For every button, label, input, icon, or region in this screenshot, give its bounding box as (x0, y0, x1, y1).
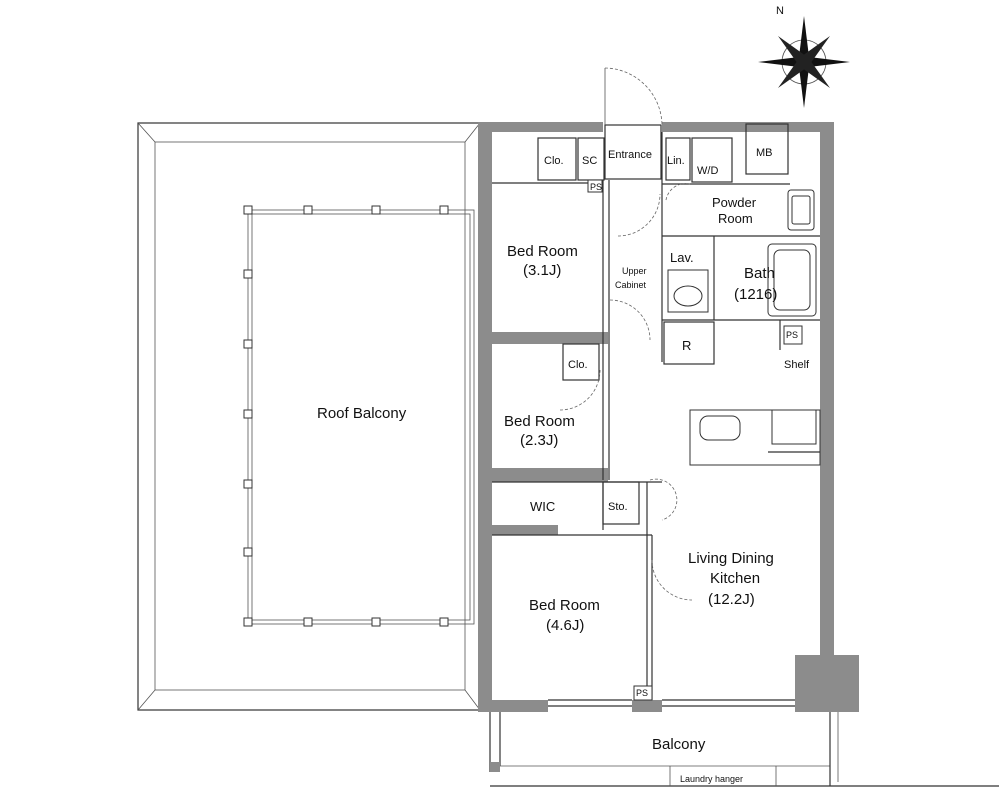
balcony-area (489, 712, 999, 787)
closet-2-label: Clo. (568, 359, 588, 371)
linen-label: Lin. (667, 155, 685, 167)
ps-label-2: PS (786, 330, 798, 340)
wic-label: WIC (530, 499, 555, 514)
powder-room-line-1: Powder (712, 195, 757, 210)
fixtures (667, 189, 821, 466)
bedroom-2-name: Bed Room (504, 413, 575, 430)
north-label: N (776, 5, 784, 17)
upper-cabinet-line-1: Upper (622, 266, 647, 276)
bath-name: Bath (744, 265, 775, 282)
washer-dryer-label: W/D (697, 165, 718, 177)
storage-label: Sto. (608, 501, 628, 513)
shelf-label: Shelf (784, 359, 810, 371)
exterior-walls (478, 122, 859, 712)
upper-cabinet-line-2: Cabinet (615, 280, 647, 290)
bedroom-2-size: (2.3J) (520, 432, 558, 449)
ps-label-1: PS (590, 182, 602, 192)
bedroom-3-name: Bed Room (529, 597, 600, 614)
mb-label: MB (756, 147, 773, 159)
door-swings (559, 67, 693, 601)
ldk-name-line-2: Kitchen (710, 570, 760, 587)
refrigerator-label: R (682, 338, 691, 353)
bedroom-3-size: (4.6J) (546, 617, 584, 634)
bedroom-1-size: (3.1J) (523, 262, 561, 279)
roof-balcony-label: Roof Balcony (317, 405, 407, 422)
ps-label-3: PS (636, 688, 648, 698)
roof-balcony-area (137, 122, 481, 711)
closets (537, 123, 803, 701)
ldk-size: (12.2J) (708, 591, 755, 608)
compass-rose-icon (758, 16, 850, 108)
laundry-hanger-label: Laundry hanger (680, 774, 743, 784)
ldk-name-line-1: Living Dining (688, 550, 774, 567)
sc-label: SC (582, 155, 597, 167)
closet-1-label: Clo. (544, 155, 564, 167)
powder-room-line-2: Room (718, 211, 753, 226)
bedroom-1-name: Bed Room (507, 243, 578, 260)
entrance-label: Entrance (608, 149, 652, 161)
bath-size: (1216) (734, 286, 777, 303)
balcony-label: Balcony (652, 736, 706, 753)
lav-label: Lav. (670, 250, 694, 265)
